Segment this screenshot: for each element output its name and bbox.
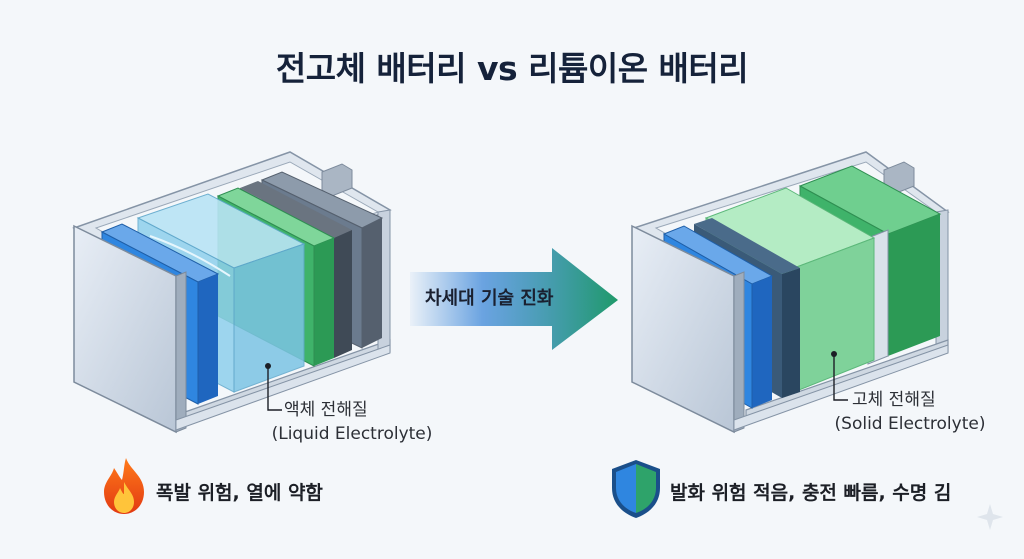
liquid-electrolyte-label: 액체 전해질 (Liquid Electrolyte) [262,398,442,446]
flame-icon [104,458,144,514]
liquid-electrolyte-label-en: (Liquid Electrolyte) [271,424,433,444]
liquid-pointer-line [267,366,282,411]
solid-electrolyte-label-en: (Solid Electrolyte) [834,414,986,434]
solid-state-battery [631,151,950,434]
page-title: 전고체 배터리 vs 리튬이온 배터리 [275,49,749,88]
lithium-ion-battery [72,151,392,434]
right-caption: 발화 위험 적음, 충전 빠름, 수명 김 [670,482,952,504]
sparkle-icon [977,504,1003,530]
evolution-arrow [410,248,618,350]
solid-electrolyte-label: 고체 전해질 (Solid Electrolyte) [820,388,1000,436]
left-caption: 폭발 위험, 열에 약함 [156,482,323,504]
arrow-label: 차세대 기술 진화 [425,288,554,309]
solid-electrolyte-label-ko: 고체 전해질 [852,390,936,410]
liquid-electrolyte-label-ko: 액체 전해질 [284,400,368,420]
solid-pointer-line [833,354,848,401]
shield-icon [612,460,660,518]
